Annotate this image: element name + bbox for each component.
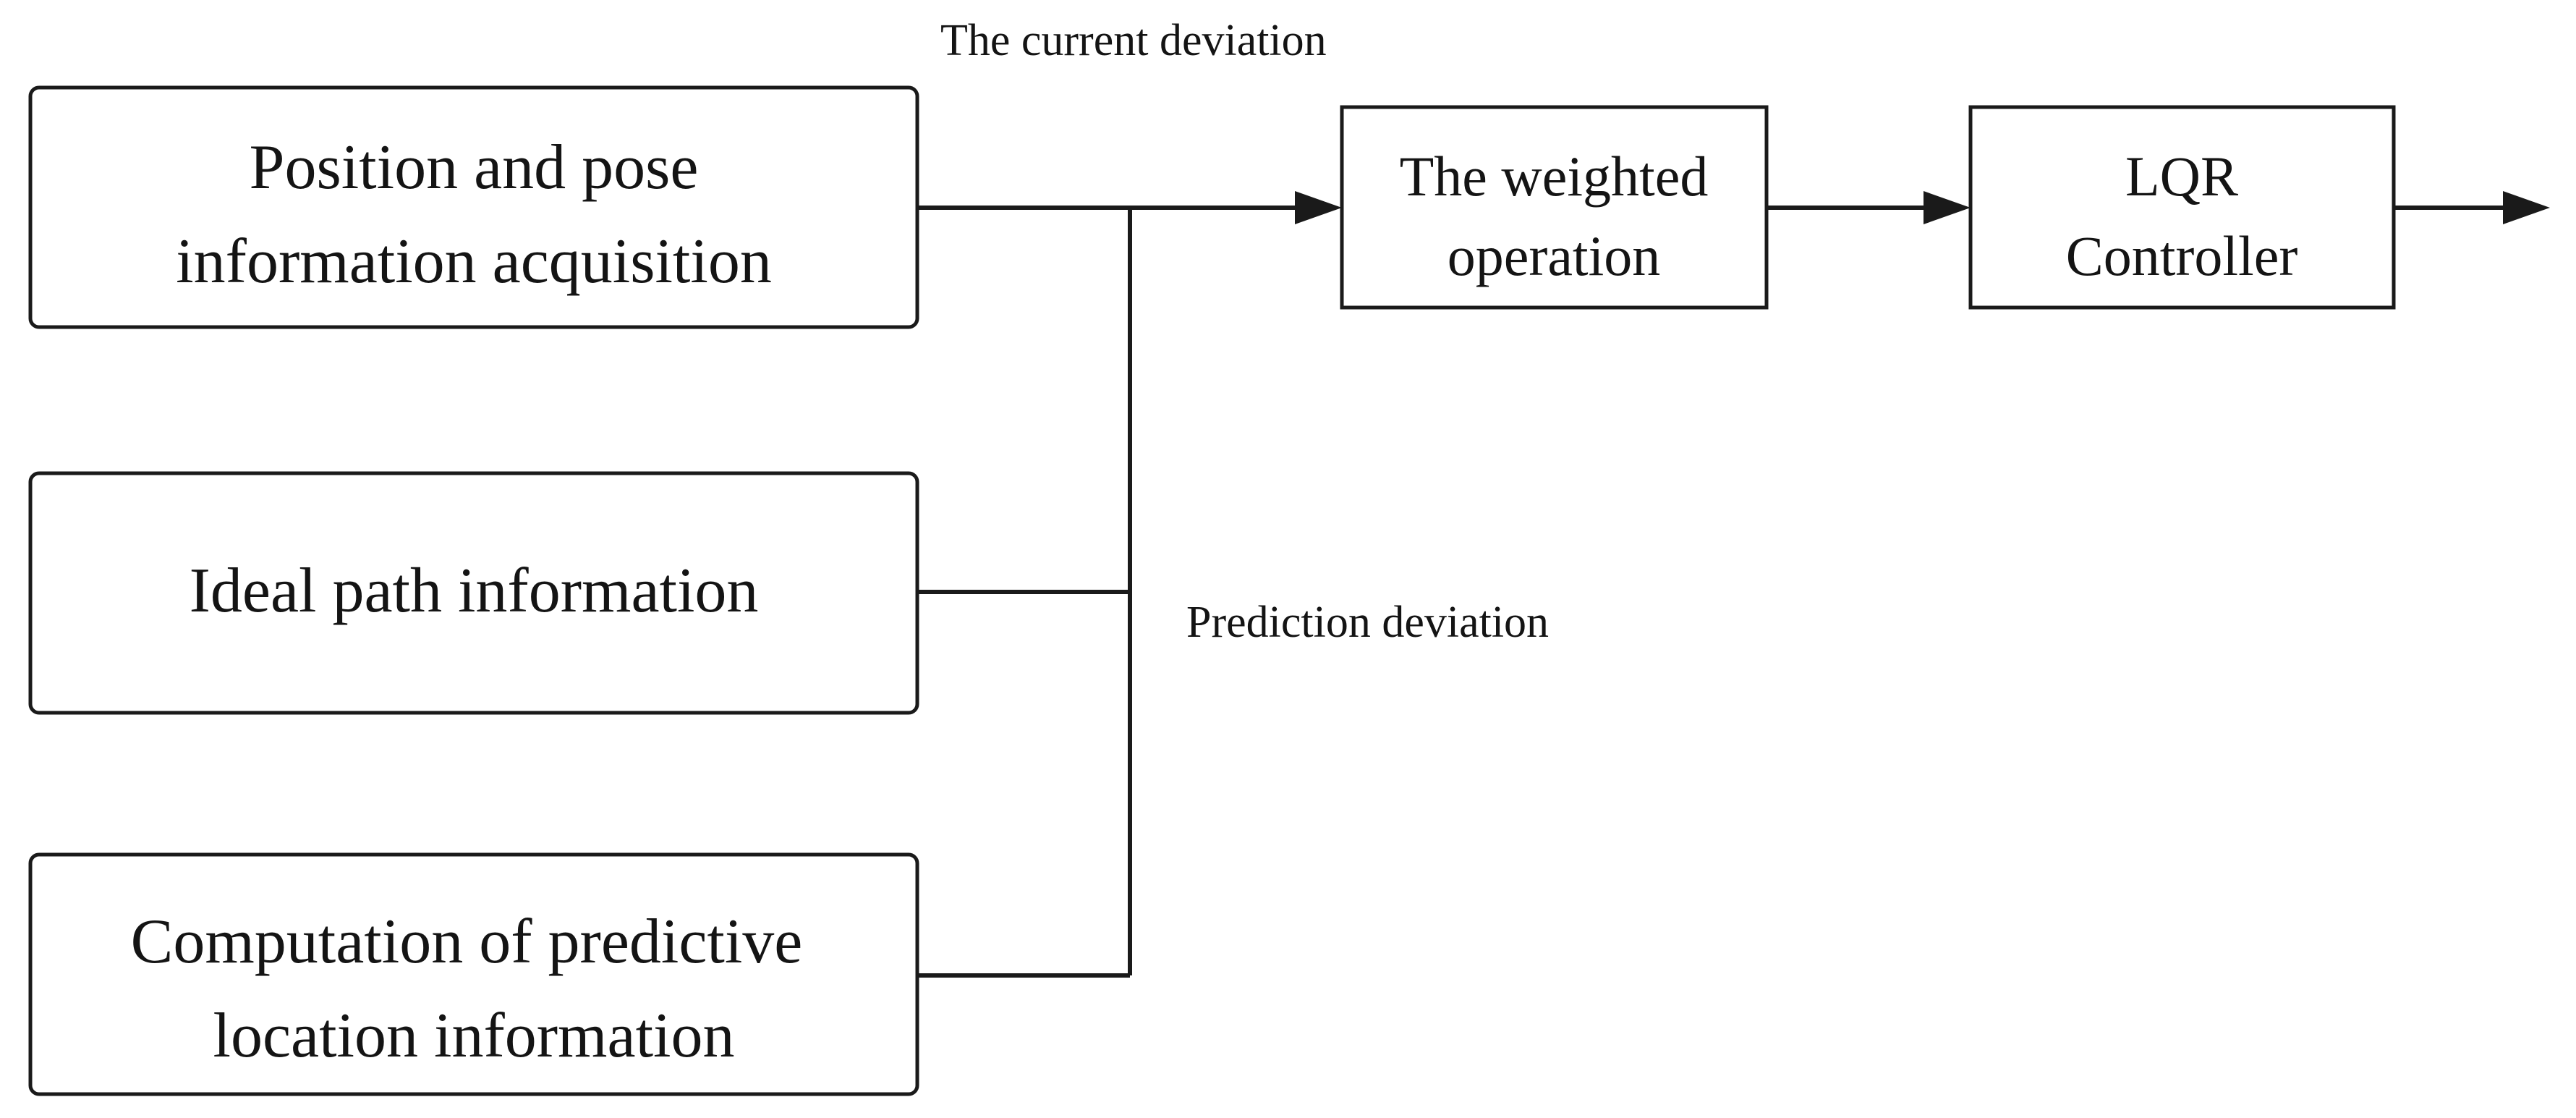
lqr-controller-box: LQR Controller <box>1968 105 2396 310</box>
ideal-path-box: Ideal path information <box>28 471 919 715</box>
arrow-into-weighted-operation <box>1295 191 1342 224</box>
predictive-location-box: Computation of predictive location infor… <box>28 852 919 1096</box>
predictive-location-line-2: location information <box>213 1001 735 1071</box>
weighted-operation-line-2: operation <box>1448 224 1661 287</box>
prediction-deviation-label: Prediction deviation <box>1186 598 1549 647</box>
lqr-controller-line-1: LQR <box>2125 145 2238 208</box>
pose-acquisition-line-2: information acquisition <box>176 226 772 297</box>
pose-acquisition-line-1: Position and pose <box>250 132 699 203</box>
arrow-into-lqr-controller <box>1924 191 1971 224</box>
ideal-path-line-1: Ideal path information <box>190 556 759 626</box>
arrow-controller-output <box>2503 191 2550 224</box>
predictive-location-line-1: Computation of predictive <box>131 907 803 977</box>
weighted-operation-box: The weighted operation <box>1340 105 1769 310</box>
weighted-operation-line-1: The weighted <box>1400 145 1709 208</box>
current-deviation-label: The current deviation <box>940 16 1327 65</box>
lqr-controller-line-2: Controller <box>2066 224 2298 287</box>
pose-acquisition-box: Position and pose information acquisitio… <box>28 85 919 329</box>
